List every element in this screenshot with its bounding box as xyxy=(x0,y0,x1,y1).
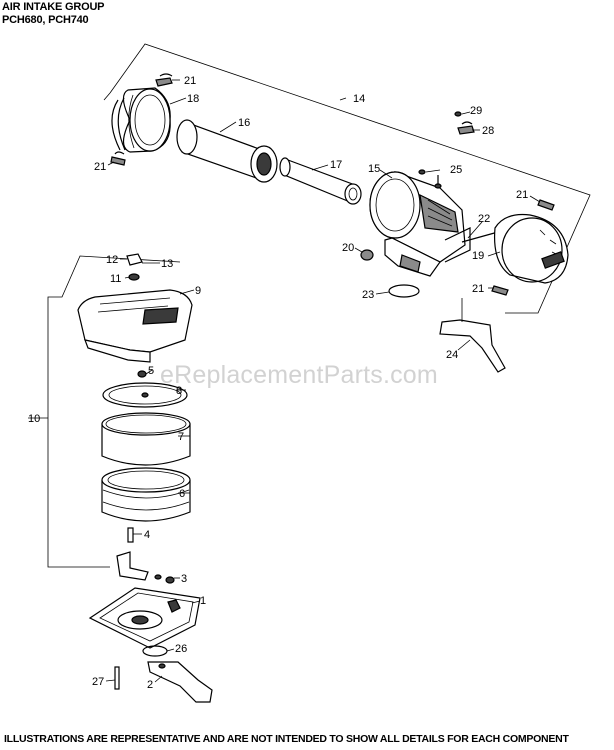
part-29-screw xyxy=(454,111,462,117)
callout-4: 4 xyxy=(144,529,150,541)
part-2-bracket xyxy=(147,661,213,703)
callout-9: 9 xyxy=(195,285,201,297)
callout-16: 16 xyxy=(238,117,250,129)
part-17-inner-filter xyxy=(279,157,362,205)
callout-25: 25 xyxy=(450,164,462,176)
callout-18: 18 xyxy=(187,93,199,105)
part-mount-bracket xyxy=(116,551,162,581)
part-22-rod xyxy=(461,231,499,243)
callout-23: 23 xyxy=(362,289,374,301)
part-21-clamp-top xyxy=(155,73,173,87)
callout-22: 22 xyxy=(478,213,490,225)
callout-3: 3 xyxy=(181,573,187,585)
part-21-clamp-left xyxy=(110,151,126,166)
part-25-screw xyxy=(418,169,442,189)
part-26-ring xyxy=(142,645,168,657)
callout-10: 10 xyxy=(28,413,40,425)
callout-20: 20 xyxy=(342,242,354,254)
part-3-screw xyxy=(165,576,175,584)
callout-17: 17 xyxy=(330,159,342,171)
part-24-bracket xyxy=(439,298,506,373)
part-21-clamp-right-top xyxy=(537,199,555,211)
callout-21: 21 xyxy=(516,189,528,201)
callout-13: 13 xyxy=(161,258,173,270)
part-8-plate xyxy=(102,382,188,408)
callout-21: 21 xyxy=(184,75,196,87)
callout-6: 6 xyxy=(179,488,185,500)
callout-21: 21 xyxy=(94,161,106,173)
part-23-o-ring xyxy=(388,284,420,298)
part-16-filter-element xyxy=(176,119,278,183)
part-15-cleaner-housing xyxy=(369,171,471,277)
callout-labels: 21 18 21 16 17 14 15 25 29 28 21 22 19 2… xyxy=(28,75,528,691)
part-27-rod xyxy=(114,666,120,690)
callout-7: 7 xyxy=(178,431,184,443)
part-5-screw xyxy=(137,370,147,378)
diagram-title: AIR INTAKE GROUP xyxy=(2,1,105,13)
callout-15: 15 xyxy=(368,163,380,175)
callout-21: 21 xyxy=(472,283,484,295)
leader-lines xyxy=(105,79,541,683)
callout-27: 27 xyxy=(92,676,104,688)
callout-12: 12 xyxy=(106,254,118,266)
part-19-end-cover xyxy=(493,213,569,284)
part-9-cover xyxy=(77,289,193,363)
disclaimer-footer: ILLUSTRATIONS ARE REPRESENTATIVE AND ARE… xyxy=(4,733,569,745)
callout-5: 5 xyxy=(148,365,154,377)
callout-1: 1 xyxy=(200,595,206,607)
callout-2: 2 xyxy=(147,679,153,691)
callout-8: 8 xyxy=(176,385,182,397)
part-20-knob xyxy=(360,249,374,261)
part-7-precleaner xyxy=(101,412,191,466)
callout-26: 26 xyxy=(175,643,187,655)
part-6-filter xyxy=(101,467,191,522)
callout-14: 14 xyxy=(353,93,365,105)
part-11-washer xyxy=(128,273,140,281)
part-28-clip xyxy=(457,121,475,135)
assembly-outline-10 xyxy=(28,255,181,568)
model-numbers: PCH680, PCH740 xyxy=(2,14,89,26)
part-1-base xyxy=(88,587,201,649)
callout-29: 29 xyxy=(470,105,482,117)
part-4-stud xyxy=(127,527,134,543)
assembly-outline-14 xyxy=(103,43,591,314)
part-18-tube-ring xyxy=(111,87,171,153)
callout-19: 19 xyxy=(472,250,484,262)
part-21-clamp-right-bottom xyxy=(491,285,509,296)
callout-11: 11 xyxy=(110,273,121,285)
watermark: eReplacementParts.com xyxy=(160,361,438,389)
callout-28: 28 xyxy=(482,125,494,137)
part-12-nut xyxy=(126,253,143,266)
callout-24: 24 xyxy=(446,349,458,361)
